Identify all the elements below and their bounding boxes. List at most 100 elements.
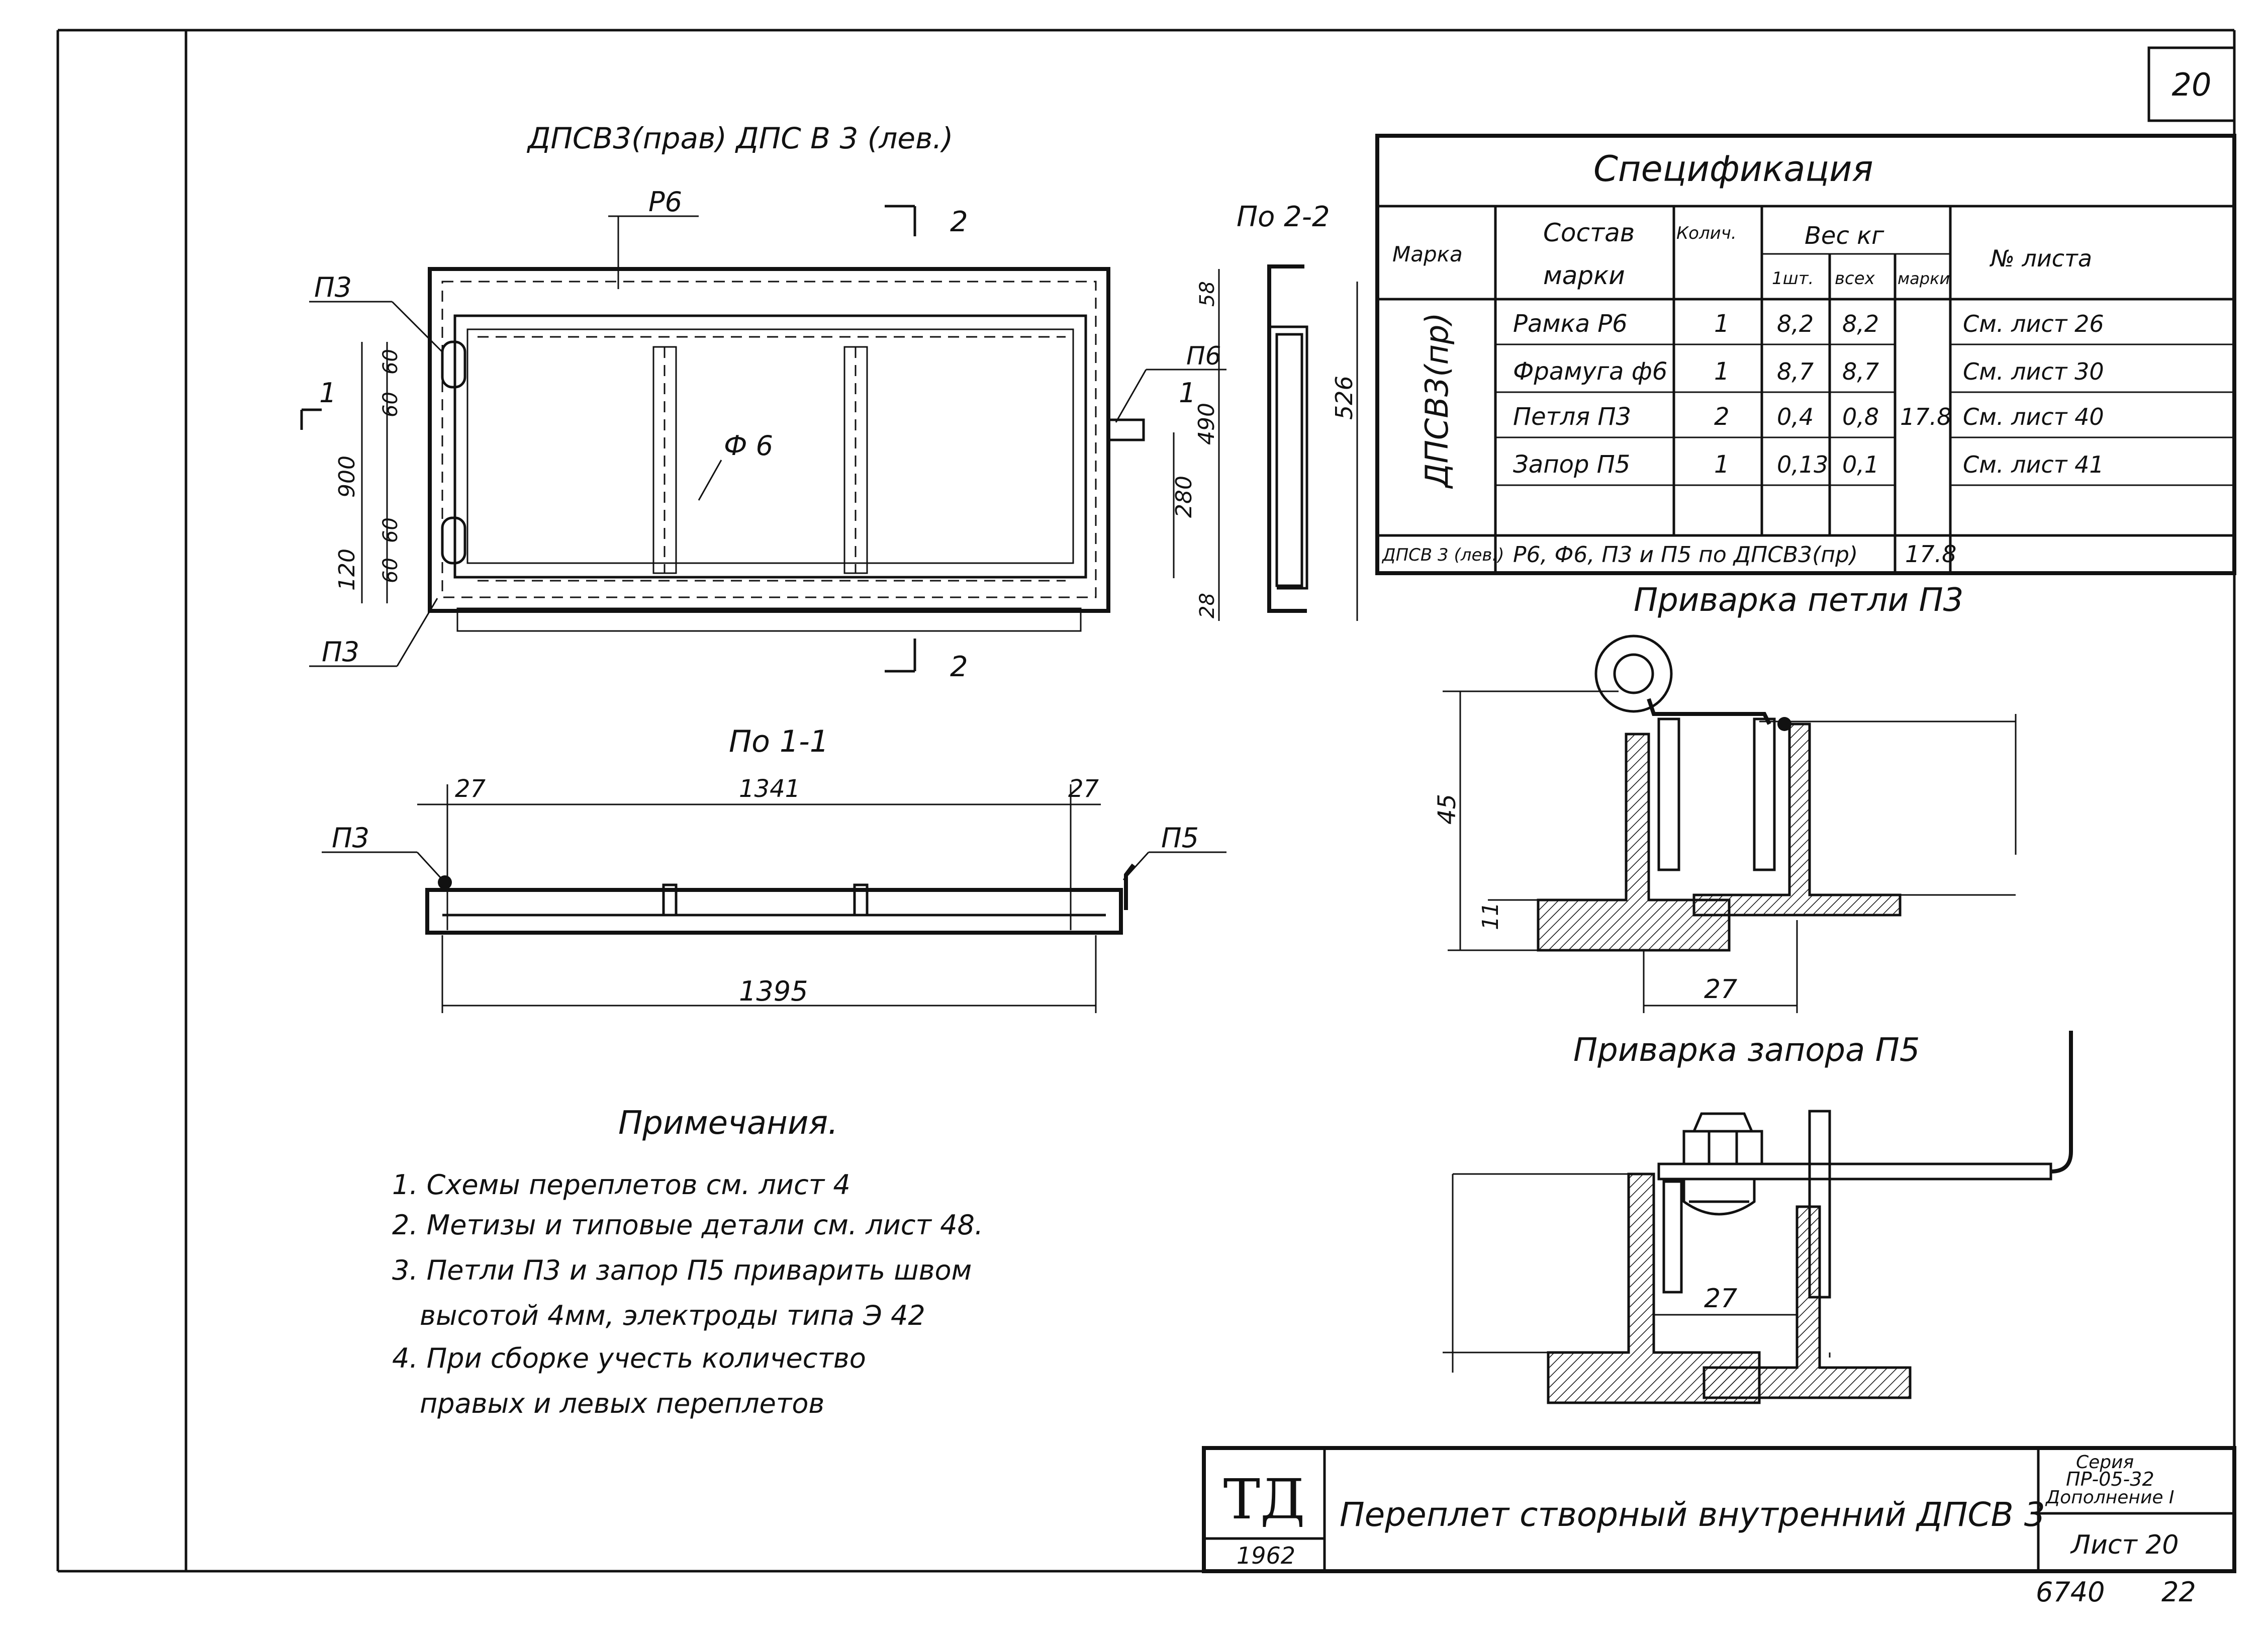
spec-left-mark: ДПСВ 3 (лев.) [1381, 545, 1504, 565]
spec-row-w1: 8,2 [1777, 310, 1814, 337]
dim-60c: 60 [379, 517, 402, 543]
label-p3-bottom: П3 [322, 636, 359, 668]
label-p3-view11: П3 [332, 822, 369, 854]
sheet-code: 6740 [2036, 1576, 2105, 1608]
dim-27-p5: 27 [1704, 1284, 1737, 1314]
spec-left-total: 17.8 [1905, 540, 1956, 568]
spec-row-wall: 0,1 [1842, 451, 1879, 478]
note-item: правых и левых переплетов [420, 1388, 824, 1419]
detail-p5: Приварка запора П5 27 [1443, 1031, 2073, 1404]
title-text: Переплет створный внутренний ДПСВ 3 [1340, 1495, 2045, 1534]
dim-45: 45 [1433, 794, 1461, 825]
logo-td: ТД [1223, 1467, 1305, 1531]
sheet-number-box: 20 [2147, 46, 2236, 122]
spec-row: Петля П3 2 0,4 0,8 См. лист 40 [1513, 403, 2104, 431]
spec-row-wall: 8,2 [1842, 310, 1879, 337]
spec-row-sheet: См. лист 26 [1963, 310, 2104, 337]
view-2-2: По 2-2 [1237, 201, 1330, 613]
spec-header-composition-2: марки [1543, 261, 1625, 290]
dim-490: 490 [1194, 403, 1219, 445]
section-1-right: 1 [1179, 377, 1196, 409]
spec-header-sheet-no: № листа [1989, 245, 2092, 272]
spec-row-sheet: См. лист 30 [1963, 358, 2104, 385]
dim-1395: 1395 [739, 975, 808, 1007]
spec-header-w-all: всех [1835, 268, 1875, 289]
title-sheet: Лист 20 [2070, 1530, 2179, 1560]
tee-section-right [1692, 722, 1902, 917]
note-item: 3. Петли П3 и запор П5 приварить швом [392, 1254, 972, 1286]
dim-1341: 1341 [739, 775, 800, 803]
section-2-2-marks: 2 2 [885, 205, 968, 683]
spec-mark-vertical: ДПСВ3(пр) [1419, 312, 1455, 489]
dim-28: 28 [1196, 593, 1219, 618]
right-dimensions: 58 490 280 28 526 [1171, 269, 1358, 621]
dim-27-p3: 27 [1704, 974, 1737, 1005]
spec-row-sheet: См. лист 41 [1963, 451, 2104, 478]
dim-280: 280 [1171, 476, 1197, 518]
notes-title: Примечания. [618, 1105, 838, 1142]
sheet-number: 20 [2172, 66, 2212, 103]
spec-row-w1: 0,4 [1777, 403, 1814, 430]
section-1: 1 [319, 377, 336, 409]
view-1-1-title: По 1-1 [729, 724, 829, 759]
sheet-frame [56, 29, 2236, 1573]
label-p6: Р6 [648, 186, 682, 218]
detail-p5-title: Приварка запора П5 [1573, 1032, 1920, 1069]
spec-row-name: Рамка Р6 [1513, 310, 1628, 338]
spec-header-weight: Вес кг [1805, 222, 1884, 250]
note-item: 1. Схемы переплетов см. лист 4 [392, 1169, 850, 1201]
dim-60a: 60 [379, 349, 402, 375]
dim-526: 526 [1331, 376, 1358, 420]
title-block: ТД 1962 Переплет створный внутренний ДПС… [1202, 1446, 2236, 1573]
detail-p3-title: Приварка петли П3 [1634, 582, 1963, 619]
spec-header-composition-1: Состав [1543, 218, 1635, 247]
mullions [478, 336, 1066, 582]
spec-header-qty: Колич. [1676, 223, 1737, 243]
notes: Примечания. 1. Схемы переплетов см. лист… [392, 1105, 983, 1419]
tee-section-left [1537, 733, 1731, 952]
dim-900: 900 [334, 456, 360, 498]
specification-table: Спецификация Марка Состав марки Колич. В… [1375, 134, 2236, 575]
spec-row-qty: 1 [1714, 357, 1730, 386]
section-2-top: 2 [950, 206, 968, 238]
spec-row-qty: 2 [1714, 403, 1730, 431]
spec-row-qty: 1 [1714, 310, 1730, 338]
dim-27-right: 27 [1068, 775, 1099, 803]
note-item: высотой 4мм, электроды типа Э 42 [420, 1300, 925, 1331]
dim-27-left: 27 [455, 775, 486, 803]
sheet-page: 22 [2161, 1576, 2196, 1608]
label-f6: Ф 6 [724, 430, 773, 462]
spec-row-wall: 8,7 [1842, 358, 1879, 385]
main-view: ДПСВ3(прав) ДПС В 3 (лев.) Р6 Ф 6 П3 П3 … [300, 121, 1358, 683]
label-p6-hinge: П6 [1186, 341, 1221, 371]
dim-120: 120 [334, 549, 360, 591]
detail-p3: Приварка петли П3 45 11 27 [1433, 582, 2017, 1013]
series-code: ПР-05-32 [2066, 1468, 2154, 1490]
spec-header-w-mark: марки [1898, 269, 1950, 288]
series-supplement: Дополнение I [2045, 1487, 2175, 1508]
note-item: 2. Метизы и типовые детали см. лист 48. [392, 1209, 983, 1241]
view-1-1: По 1-1 27 1341 27 П3 П5 1395 [322, 724, 1226, 1013]
note-item: 4. При сборке учесть количество [392, 1342, 866, 1374]
left-dimensions: 60 60 900 60 60 120 [334, 342, 402, 603]
spec-row-w1: 8,7 [1777, 358, 1814, 385]
section-2-bottom: 2 [950, 651, 968, 683]
spec-row: Рамка Р6 1 8,2 8,2 См. лист 26 [1513, 310, 2104, 338]
spec-header-w-one: 1шт. [1772, 268, 1814, 289]
spec-row-w1: 0,13 [1777, 451, 1828, 478]
label-p3-top: П3 [314, 272, 352, 303]
spec-row-name: Петля П3 [1513, 403, 1631, 431]
label-p5-view11: П5 [1161, 822, 1199, 854]
view-2-2-title: По 2-2 [1237, 201, 1330, 233]
spec-header-mark: Марка [1392, 242, 1463, 266]
dim-60d: 60 [379, 558, 402, 583]
dim-11: 11 [1478, 902, 1503, 930]
spec-row-wall: 0,8 [1842, 403, 1879, 430]
dim-58: 58 [1196, 281, 1219, 307]
spec-title: Спецификация [1593, 148, 1873, 190]
dim-60b: 60 [379, 392, 402, 417]
tee-section-p5-right [1703, 1205, 1912, 1399]
spec-left-row: Р6, Ф6, П3 и П5 по ДПСВ3(пр) [1513, 542, 1858, 568]
spec-mark-total: 17.8 [1900, 403, 1951, 430]
